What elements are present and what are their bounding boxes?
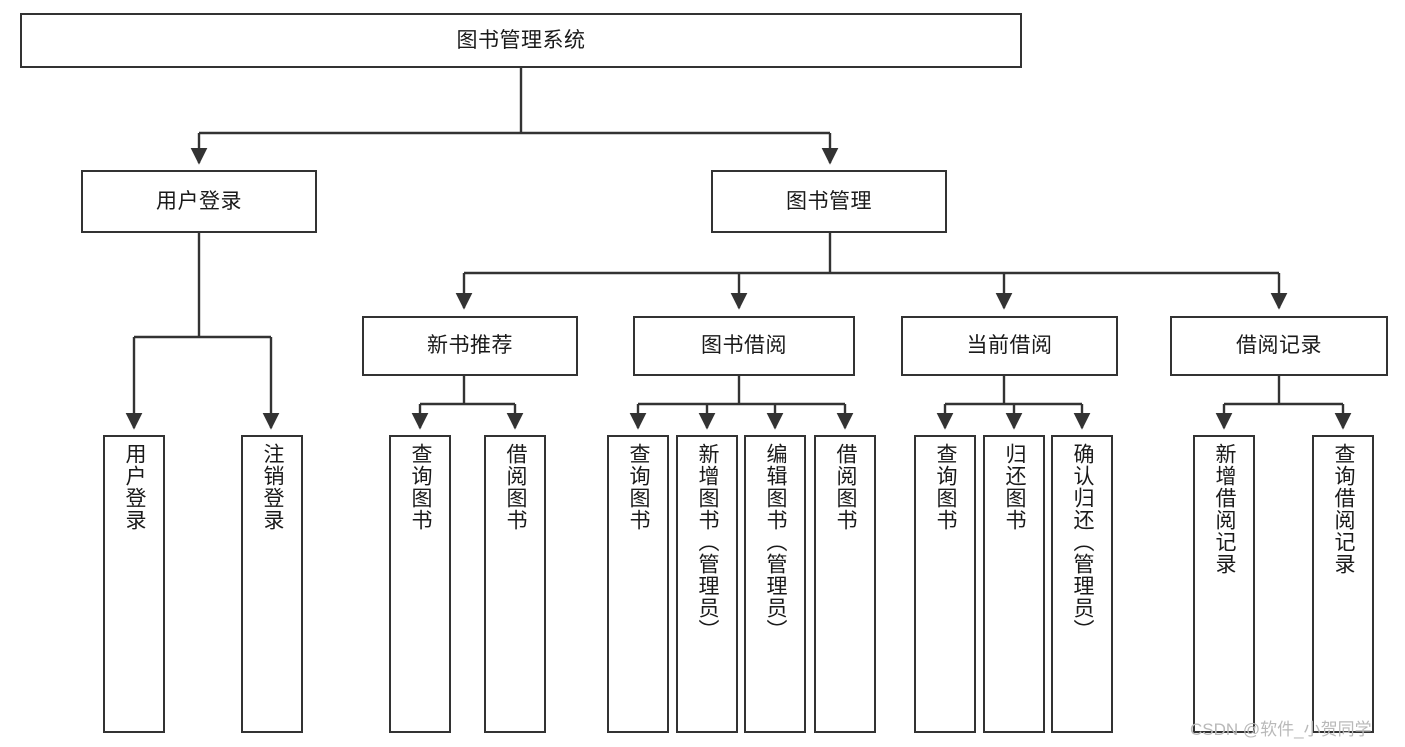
node-leaf-query-book-2-label: 查询图书	[627, 443, 651, 531]
node-new-book-recommend[interactable]: 新书推荐	[362, 316, 578, 376]
node-leaf-add-book-admin[interactable]: 新增图书（管理员）	[676, 435, 738, 733]
node-new-book-recommend-label: 新书推荐	[427, 334, 513, 358]
node-leaf-borrow-book-1[interactable]: 借阅图书	[484, 435, 546, 733]
node-user-login[interactable]: 用户登录	[81, 170, 317, 233]
node-leaf-query-book-1-label: 查询图书	[409, 443, 433, 531]
node-current-borrow-label: 当前借阅	[966, 334, 1053, 358]
node-current-borrow[interactable]: 当前借阅	[901, 316, 1118, 376]
node-root[interactable]: 图书管理系统	[20, 13, 1022, 68]
node-leaf-query-book-3[interactable]: 查询图书	[914, 435, 976, 733]
node-leaf-return-book[interactable]: 归还图书	[983, 435, 1045, 733]
node-leaf-borrow-book-1-label: 借阅图书	[504, 443, 528, 531]
node-leaf-add-book-admin-label: 新增图书（管理员）	[696, 443, 720, 641]
node-leaf-edit-book-admin-label: 编辑图书（管理员）	[764, 443, 788, 641]
csdn-watermark: CSDN @软件_小贺同学	[1190, 720, 1372, 739]
node-book-borrow[interactable]: 图书借阅	[633, 316, 855, 376]
node-leaf-user-login-label: 用户登录	[123, 443, 147, 531]
node-book-borrow-label: 图书借阅	[701, 334, 787, 358]
node-leaf-query-book-3-label: 查询图书	[934, 443, 958, 531]
node-book-management[interactable]: 图书管理	[711, 170, 947, 233]
node-leaf-query-book-2[interactable]: 查询图书	[607, 435, 669, 733]
node-book-management-label: 图书管理	[786, 189, 872, 213]
node-borrow-record[interactable]: 借阅记录	[1170, 316, 1388, 376]
node-leaf-logout-label: 注销登录	[261, 443, 285, 531]
node-leaf-confirm-return-admin-label: 确认归还（管理员）	[1071, 443, 1095, 641]
node-leaf-add-borrow-record[interactable]: 新增借阅记录	[1193, 435, 1255, 733]
node-leaf-logout[interactable]: 注销登录	[241, 435, 303, 733]
node-leaf-query-borrow-record-label: 查询借阅记录	[1332, 443, 1356, 575]
node-leaf-confirm-return-admin[interactable]: 确认归还（管理员）	[1051, 435, 1113, 733]
node-leaf-return-book-label: 归还图书	[1003, 443, 1027, 531]
node-leaf-query-borrow-record[interactable]: 查询借阅记录	[1312, 435, 1374, 733]
node-leaf-add-borrow-record-label: 新增借阅记录	[1213, 443, 1237, 575]
node-leaf-user-login[interactable]: 用户登录	[103, 435, 165, 733]
node-leaf-borrow-book-2-label: 借阅图书	[834, 443, 858, 531]
node-root-label: 图书管理系统	[456, 28, 586, 52]
node-leaf-borrow-book-2[interactable]: 借阅图书	[814, 435, 876, 733]
node-borrow-record-label: 借阅记录	[1236, 334, 1322, 358]
node-leaf-query-book-1[interactable]: 查询图书	[389, 435, 451, 733]
node-user-login-label: 用户登录	[156, 189, 242, 213]
node-leaf-edit-book-admin[interactable]: 编辑图书（管理员）	[744, 435, 806, 733]
